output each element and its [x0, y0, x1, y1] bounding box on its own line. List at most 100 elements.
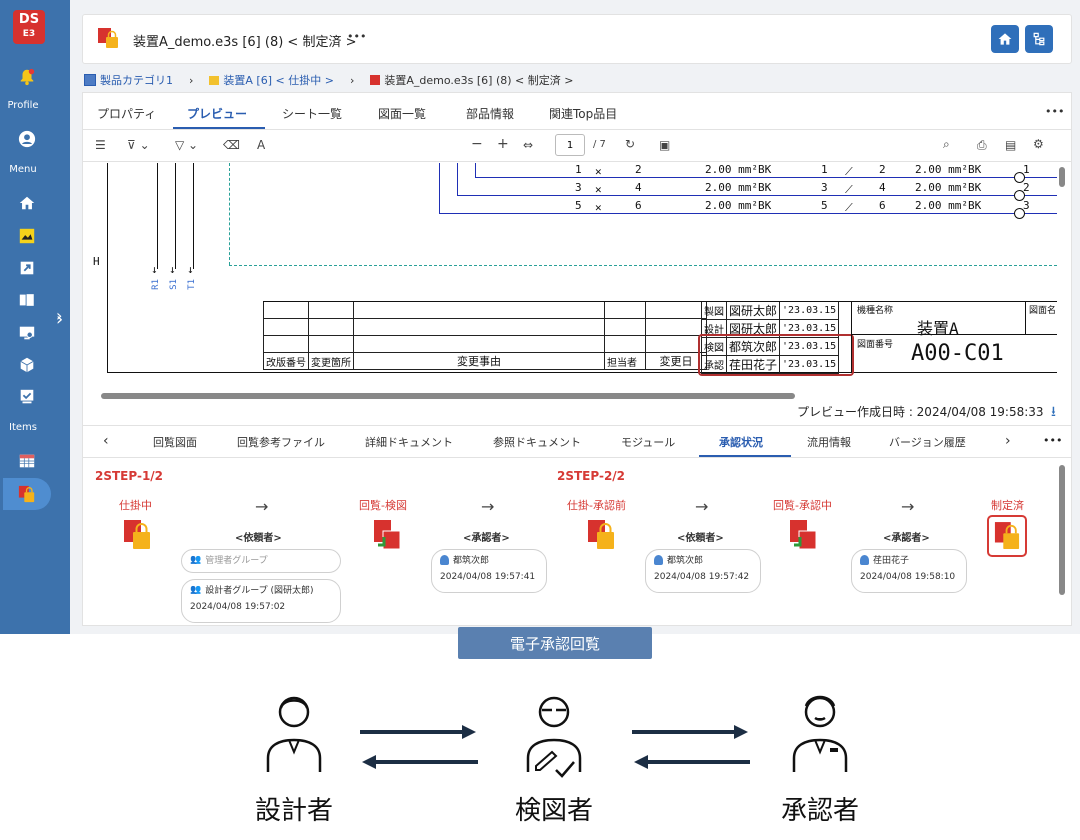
horizontal-scrollbar[interactable]: [101, 393, 795, 399]
wire-spec-5: 2.00 mm²BK: [915, 181, 982, 194]
approval-role: 製図: [701, 301, 727, 320]
highlight-tool-icon[interactable]: ⊽ ⌄: [127, 138, 150, 152]
timestamp: 2024/04/08 19:58:10: [860, 572, 956, 582]
settings-gear-icon[interactable]: ⚙: [1033, 137, 1044, 151]
tab-properties[interactable]: プロパティ: [97, 107, 157, 121]
calendar-grid-icon[interactable]: [16, 450, 38, 472]
tab-parts-info[interactable]: 部品情報: [466, 107, 515, 121]
state-approving: 回覧-承認中: [773, 499, 832, 512]
tab-sheet-list[interactable]: シート一覧: [282, 107, 343, 121]
rotate-icon[interactable]: ↻: [625, 137, 636, 151]
arrow-left-icon: [632, 752, 750, 772]
download-icon[interactable]: ⭳: [1051, 404, 1056, 420]
locked-doc-icon: [587, 519, 615, 551]
arrow-label-r1: R1: [151, 279, 161, 290]
arrow-right-icon: →: [695, 497, 709, 516]
page-view-icon[interactable]: ▣: [659, 138, 671, 152]
model-value: 装置A: [917, 319, 959, 338]
more-options-icon[interactable]: •••: [347, 30, 367, 43]
wire-num-left-3: 3: [575, 181, 582, 194]
group-chip-inactive: 👥管理者グループ: [181, 549, 341, 573]
fit-width-icon[interactable]: ⇔: [523, 138, 534, 152]
group-active-icon: 👥: [190, 584, 202, 595]
monitor-gear-icon[interactable]: [16, 322, 38, 344]
page-number-input[interactable]: [555, 134, 585, 156]
home-icon: [998, 33, 1012, 45]
group-icon: 👥: [190, 554, 202, 565]
arrow-right-icon: [360, 724, 478, 744]
workflow-scrollbar[interactable]: [1059, 465, 1065, 595]
subtab-circulation-drawing[interactable]: 回覧図面: [153, 436, 197, 449]
tab-preview[interactable]: プレビュー: [187, 107, 248, 121]
revision-table: 改版番号 変更箇所 変更事由 担当者 変更日: [263, 301, 707, 370]
text-read-aloud-icon[interactable]: A: [257, 138, 266, 152]
arrow-left-icon: [360, 752, 478, 772]
rev-header-location: 変更箇所: [308, 352, 354, 370]
requester-role: <依頼者>: [235, 533, 282, 544]
subtabs-more-icon[interactable]: •••: [1043, 434, 1063, 447]
approval-name: 図研太郎: [725, 301, 781, 320]
cube-icon[interactable]: [16, 354, 38, 376]
terminal-num-2: 2: [1023, 181, 1030, 194]
eraser-icon[interactable]: ⌫: [223, 138, 240, 152]
sidebar-expand-chevron-icon[interactable]: ›: [56, 309, 64, 330]
subtab-reference-document[interactable]: 参照ドキュメント: [493, 436, 581, 449]
page-total: / 7: [593, 139, 606, 150]
subtabs-next-icon[interactable]: ›: [1005, 433, 1011, 449]
vertical-scrollbar[interactable]: [1059, 167, 1065, 187]
external-link-icon[interactable]: [16, 257, 38, 279]
user-icon: [654, 554, 663, 565]
subtab-reference-file[interactable]: 回覧参考ファイル: [237, 436, 325, 449]
documents-icon[interactable]: [16, 289, 38, 311]
tree-view-button[interactable]: [1025, 25, 1053, 53]
draw-tool-icon[interactable]: ▽ ⌄: [175, 138, 199, 152]
tabs-more-icon[interactable]: •••: [1045, 105, 1065, 118]
drawing-preview[interactable]: H ↓ ↓ ↓ R1 S1 T1 1 3 5 ✕ ✕ ✕ 2 4 6 2.00 …: [87, 163, 1057, 391]
home-icon[interactable]: [16, 192, 38, 214]
profile-label: Profile: [7, 100, 39, 111]
approval-role: 承認: [701, 355, 727, 374]
wire-num-right-1: 1: [821, 163, 828, 176]
rev-header-number: 改版番号: [263, 352, 309, 370]
user-icon: [440, 554, 449, 565]
document-search-icon[interactable]: [16, 225, 38, 247]
group-name: 管理者グループ: [205, 556, 268, 566]
approval-monitor-icon[interactable]: [16, 386, 38, 408]
subtabs-prev-icon[interactable]: ‹: [103, 433, 109, 449]
breadcrumb-separator-icon: ›: [189, 73, 194, 87]
home-button[interactable]: [991, 25, 1019, 53]
outline-list-icon[interactable]: ☰: [95, 138, 106, 152]
drawing-name-label: 図面名: [1029, 306, 1057, 316]
chevron-right-icon[interactable]: ›: [56, 306, 63, 325]
logo-text-top: DS: [18, 12, 40, 27]
menu-label: Menu: [9, 164, 37, 175]
save-icon[interactable]: ▤: [1005, 138, 1017, 152]
zoom-in-icon[interactable]: +: [497, 136, 509, 152]
breadcrumb: 製品カテゴリ1 › 装置A [6] < 仕掛中 > › 装置A_demo.e3s…: [84, 72, 573, 88]
wire-num-right-4: 4: [879, 181, 886, 194]
logo-text-bottom: E3: [22, 29, 36, 39]
locked-doc-icon: [123, 519, 151, 551]
notification-bell-icon[interactable]: [16, 66, 38, 88]
circulating-doc-icon: [789, 519, 817, 551]
approval-name: 荏田花子: [725, 355, 781, 374]
print-icon[interactable]: ⎙: [977, 138, 987, 152]
subtab-detail-document[interactable]: 詳細ドキュメント: [365, 436, 453, 449]
breadcrumb-item-category[interactable]: 製品カテゴリ1: [100, 74, 173, 87]
breadcrumb-item-assembly[interactable]: 装置A [6] < 仕掛中 >: [223, 74, 334, 87]
approver-label: 承認者: [780, 796, 859, 826]
subtab-module[interactable]: モジュール: [621, 436, 676, 449]
user-circle-icon[interactable]: [16, 128, 38, 150]
header-card: 装置A_demo.e3s [6] (8) < 制定済 > •••: [82, 14, 1072, 64]
preview-created-timestamp: プレビュー作成日時 : 2024/04/08 19:58:33: [797, 405, 1044, 419]
search-icon[interactable]: ⌕: [943, 137, 950, 151]
tab-related-top-items[interactable]: 関連Top品目: [549, 107, 618, 121]
tab-drawing-list[interactable]: 図面一覧: [378, 107, 427, 121]
subtab-reuse-info[interactable]: 流用情報: [807, 436, 851, 449]
subtab-approval-status[interactable]: 承認状況: [719, 436, 763, 449]
app-logo[interactable]: DS E3: [13, 10, 45, 44]
locked-document-icon[interactable]: [16, 483, 38, 505]
approval-highlight-box: [698, 334, 854, 376]
zoom-out-icon[interactable]: −: [471, 136, 483, 152]
subtab-version-history[interactable]: バージョン履歴: [889, 436, 966, 449]
